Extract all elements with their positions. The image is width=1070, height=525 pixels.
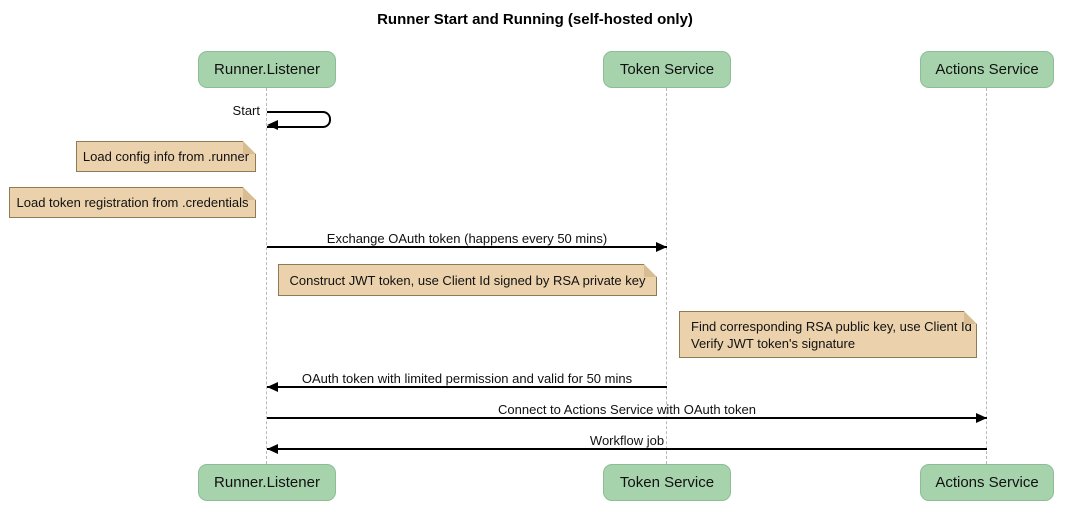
actor-label: Token Service: [619, 61, 715, 78]
message-label-exchange-oauth: Exchange OAuth token (happens every 50 m…: [326, 231, 608, 246]
actor-runner-listener-top: Runner.Listener: [198, 51, 336, 88]
actor-label: Token Service: [619, 474, 715, 491]
note-line: Find corresponding RSA public key, use C…: [691, 318, 972, 334]
actor-label: Runner.Listener: [214, 474, 320, 491]
actor-actions-service-top: Actions Service: [920, 51, 1054, 88]
message-label-connect: Connect to Actions Service with OAuth to…: [498, 402, 756, 417]
actor-label: Actions Service: [935, 61, 1039, 78]
message-line: [267, 246, 667, 248]
arrowhead-left-icon: [267, 120, 278, 130]
arrowhead-right-icon: [656, 242, 667, 252]
lifeline-token-service: [666, 88, 667, 464]
note-load-token-registration: Load token registration from .credential…: [9, 187, 256, 218]
message-line: [267, 448, 987, 450]
message-line: [267, 386, 667, 388]
note-verify-jwt: Find corresponding RSA public key, use C…: [679, 311, 977, 358]
actor-token-service-top: Token Service: [603, 51, 731, 88]
message-label-start: Start: [232, 103, 260, 118]
message-label-workflow-job: Workflow job: [589, 433, 665, 448]
lifeline-actions-service: [986, 88, 987, 464]
diagram-title: Runner Start and Running (self-hosted on…: [377, 11, 693, 28]
note-line: Load config info from .runner: [82, 149, 250, 164]
note-construct-jwt: Construct JWT token, use Client Id signe…: [278, 264, 657, 296]
self-message-loop: [267, 111, 331, 128]
message-line: [267, 417, 987, 419]
actor-label: Actions Service: [935, 474, 1039, 491]
actor-token-service-bottom: Token Service: [603, 464, 731, 501]
arrowhead-left-icon: [267, 382, 278, 392]
note-load-config: Load config info from .runner: [76, 141, 256, 172]
note-line: Construct JWT token, use Client Id signe…: [289, 272, 646, 288]
message-label-oauth-token: OAuth token with limited permission and …: [301, 371, 633, 386]
actor-label: Runner.Listener: [214, 61, 320, 78]
actor-runner-listener-bottom: Runner.Listener: [198, 464, 336, 501]
arrowhead-right-icon: [976, 413, 987, 423]
arrowhead-left-icon: [267, 444, 278, 454]
note-line: Verify JWT token's signature: [691, 335, 856, 351]
lifeline-runner-listener: [266, 88, 267, 464]
actor-actions-service-bottom: Actions Service: [920, 464, 1054, 501]
note-line: Load token registration from .credential…: [16, 195, 249, 210]
